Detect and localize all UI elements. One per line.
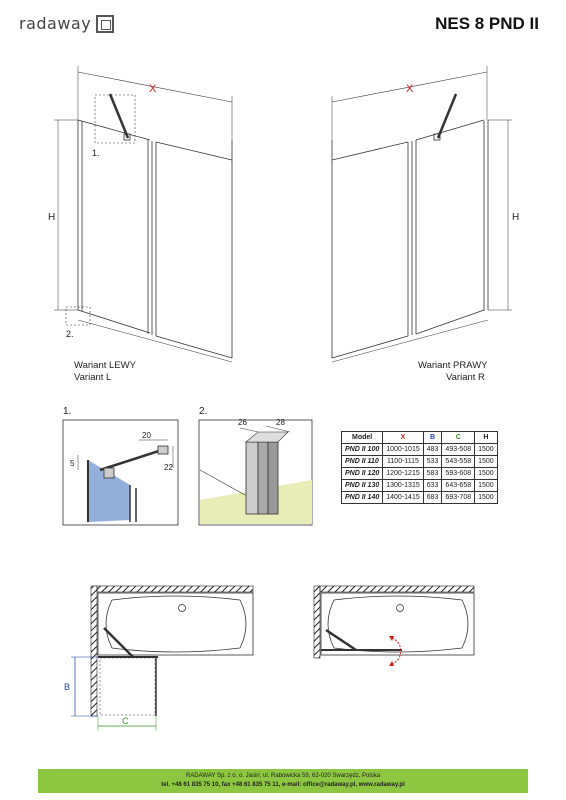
- callout-2: 2.: [66, 329, 74, 339]
- b-cell: 483: [422, 443, 443, 456]
- logo-square-icon: [96, 14, 115, 33]
- h-cell: 1500: [474, 443, 498, 456]
- header-x: X: [382, 431, 424, 444]
- header-c: C: [441, 431, 476, 444]
- model-cell: PND II 110: [340, 455, 384, 468]
- dim-b: B: [64, 682, 70, 692]
- header-model: Model: [340, 431, 384, 444]
- table-row: PND II 100 1000-1015 483 493-508 1500: [340, 443, 498, 456]
- model-dimensions-table: Model X B C H PND II 100 1000-1015 483 4…: [340, 431, 498, 504]
- variant-left-drawing: [54, 66, 233, 363]
- c-cell: 643-658: [441, 479, 476, 492]
- b-cell: 533: [422, 455, 443, 468]
- header-b: B: [422, 431, 443, 444]
- variant-left-line2: Variant L: [74, 372, 112, 383]
- table-row: PND II 110 1100-1115 533 543-558 1500: [340, 455, 498, 468]
- header-h: H: [474, 431, 498, 444]
- table-row: PND II 130 1300-1315 633 643-658 1500: [340, 479, 498, 492]
- variant-right-line1: Wariant PRAWY: [418, 360, 488, 371]
- logo-text: radaway: [19, 14, 92, 33]
- model-cell: PND II 120: [340, 467, 384, 480]
- dim-h-right: H: [512, 212, 519, 223]
- dim-h-left: H: [48, 212, 55, 223]
- callout-1: 1.: [92, 148, 100, 158]
- detail-2-drawing: [198, 419, 313, 526]
- dim-x-right: X: [406, 83, 414, 95]
- table-row: PND II 140 1400-1415 683 693-708 1500: [340, 491, 498, 504]
- c-cell: 593-608: [441, 467, 476, 480]
- x-cell: 1200-1215: [382, 467, 424, 480]
- variant-left-line1: Wariant LEWY: [74, 360, 136, 371]
- b-cell: 583: [422, 467, 443, 480]
- h-cell: 1500: [474, 479, 498, 492]
- x-cell: 1400-1415: [382, 491, 424, 504]
- variant-right-label: Wariant PRAWY Variant R: [418, 360, 488, 384]
- model-cell: PND II 130: [340, 479, 384, 492]
- h-cell: 1500: [474, 455, 498, 468]
- detail-1-label: 1.: [63, 406, 72, 417]
- detail-2-dim-26: 26: [238, 418, 247, 427]
- variant-right-drawing: [331, 66, 512, 363]
- b-cell: 683: [422, 491, 443, 504]
- x-cell: 1100-1115: [382, 455, 424, 468]
- plan-left-drawing: [71, 585, 254, 731]
- c-cell: 493-508: [441, 443, 476, 456]
- company-footer: RADAWAY Sp. z o. o. Jasin; ul. Rabowicka…: [38, 769, 528, 793]
- c-cell: 693-708: [441, 491, 476, 504]
- detail-1-dim-22: 22: [164, 463, 173, 472]
- x-cell: 1300-1315: [382, 479, 424, 492]
- model-cell: PND II 100: [340, 443, 384, 456]
- dim-x-left: X: [149, 83, 157, 95]
- footer-contact: tel. +48 61 835 75 10, fax +48 61 835 75…: [161, 782, 405, 788]
- footer-address: RADAWAY Sp. z o. o. Jasin; ul. Rabowicka…: [185, 773, 381, 779]
- detail-2-dim-28: 28: [276, 418, 285, 427]
- dim-c: C: [122, 716, 129, 726]
- b-cell: 633: [422, 479, 443, 492]
- detail-2-label: 2.: [199, 406, 208, 417]
- brand-logo: radaway: [19, 14, 115, 33]
- model-cell: PND II 140: [340, 491, 384, 504]
- product-title: NES 8 PND II: [435, 14, 539, 33]
- table-row: PND II 120 1200-1215 583 593-608 1500: [340, 467, 498, 480]
- detail-1-dim-20: 20: [142, 431, 151, 440]
- detail-1-dim-5: 5: [70, 459, 75, 468]
- plan-right-drawing: [313, 585, 475, 666]
- c-cell: 543-558: [441, 455, 476, 468]
- detail-1-drawing: [62, 419, 179, 526]
- h-cell: 1500: [474, 467, 498, 480]
- x-cell: 1000-1015: [382, 443, 424, 456]
- h-cell: 1500: [474, 491, 498, 504]
- table-header-row: Model X B C H: [340, 431, 498, 444]
- variant-right-line2: Variant R: [446, 372, 485, 383]
- variant-left-label: Wariant LEWY Variant L: [74, 360, 136, 384]
